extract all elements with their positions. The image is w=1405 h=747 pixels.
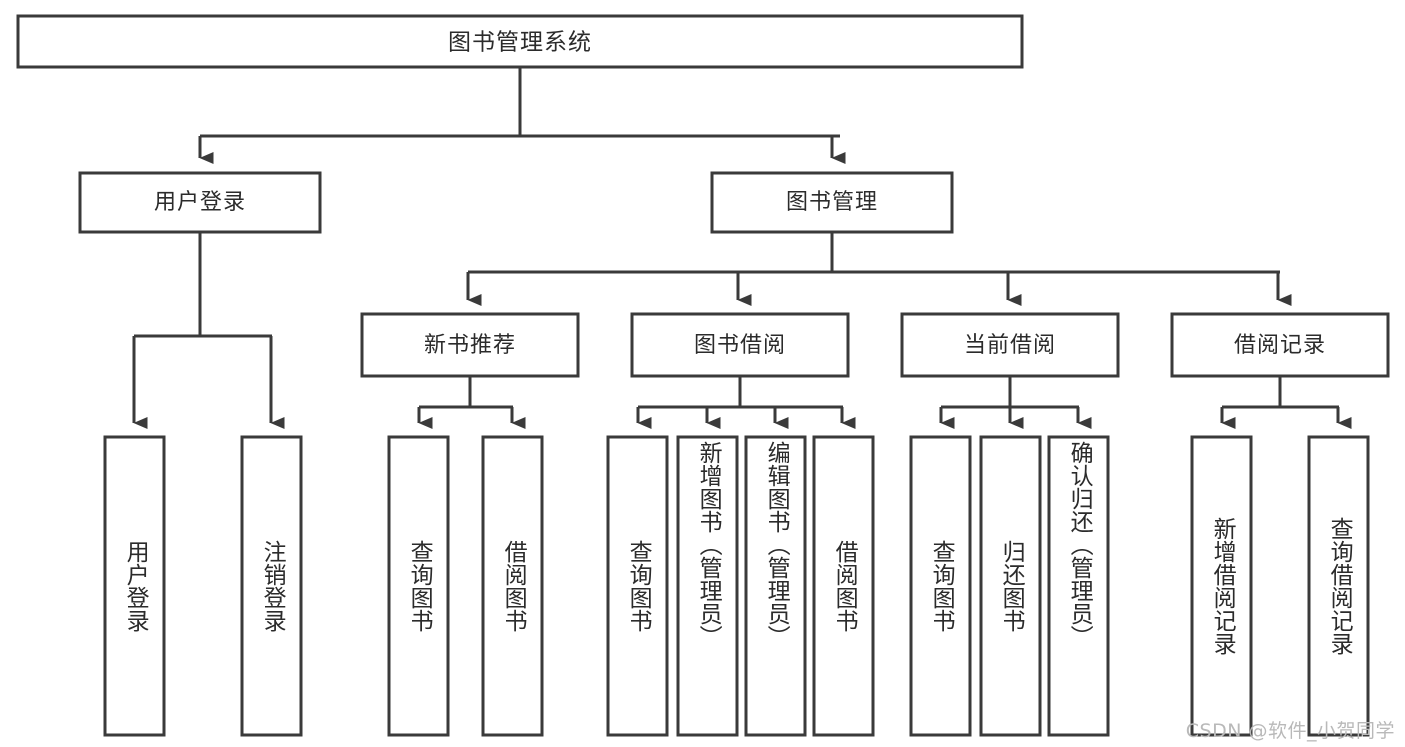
node-root[interactable]: 图书管理系统 <box>16 14 1024 69</box>
leaf-borrow-books-recommend[interactable] <box>481 435 544 737</box>
leaf-query-borrow-record[interactable] <box>1307 435 1370 737</box>
node-current-borrow-label: 当前借阅 <box>964 333 1056 358</box>
node-new-book-recommend[interactable]: 新书推荐 <box>360 312 580 378</box>
leaf-user-login[interactable] <box>103 435 166 737</box>
leaf-confirm-return-admin[interactable] <box>1047 435 1110 737</box>
node-current-borrow[interactable]: 当前借阅 <box>900 312 1120 378</box>
connector-userlogin-to-leaves <box>132 232 285 429</box>
node-root-label: 图书管理系统 <box>448 30 592 56</box>
leaf-borrow-books-borrow[interactable] <box>812 435 875 737</box>
node-borrow-records[interactable]: 借阅记录 <box>1170 312 1390 378</box>
connector-records-to-leaves <box>1220 376 1352 429</box>
leaf-edit-book-admin[interactable] <box>744 435 807 737</box>
leaf-query-books-current[interactable] <box>909 435 972 737</box>
connector-booksmgmt-to-level2 <box>466 232 1292 306</box>
csdn-watermark: CSDN @软件_小贺同学 <box>1185 720 1395 742</box>
leaf-return-books[interactable] <box>979 435 1042 737</box>
node-user-login[interactable]: 用户登录 <box>78 171 322 234</box>
connector-currentborrow-to-leaves <box>939 376 1092 429</box>
node-book-management[interactable]: 图书管理 <box>710 171 954 234</box>
node-new-book-recommend-label: 新书推荐 <box>424 333 516 358</box>
node-book-management-label: 图书管理 <box>786 190 878 215</box>
leaf-logout[interactable] <box>240 435 303 737</box>
leaf-add-borrow-record[interactable] <box>1190 435 1253 737</box>
connector-bookborrow-to-leaves <box>636 376 856 429</box>
node-borrow-records-label: 借阅记录 <box>1234 333 1326 358</box>
connector-root-to-level1 <box>198 67 846 164</box>
leaf-query-books-recommend[interactable] <box>387 435 450 737</box>
node-book-borrow-label: 图书借阅 <box>694 333 786 358</box>
node-user-login-label: 用户登录 <box>154 190 246 215</box>
leaf-query-books-borrow[interactable] <box>606 435 669 737</box>
leaf-add-book-admin[interactable] <box>676 435 739 737</box>
node-book-borrow[interactable]: 图书借阅 <box>630 312 850 378</box>
connector-newbook-to-leaves <box>417 376 526 429</box>
